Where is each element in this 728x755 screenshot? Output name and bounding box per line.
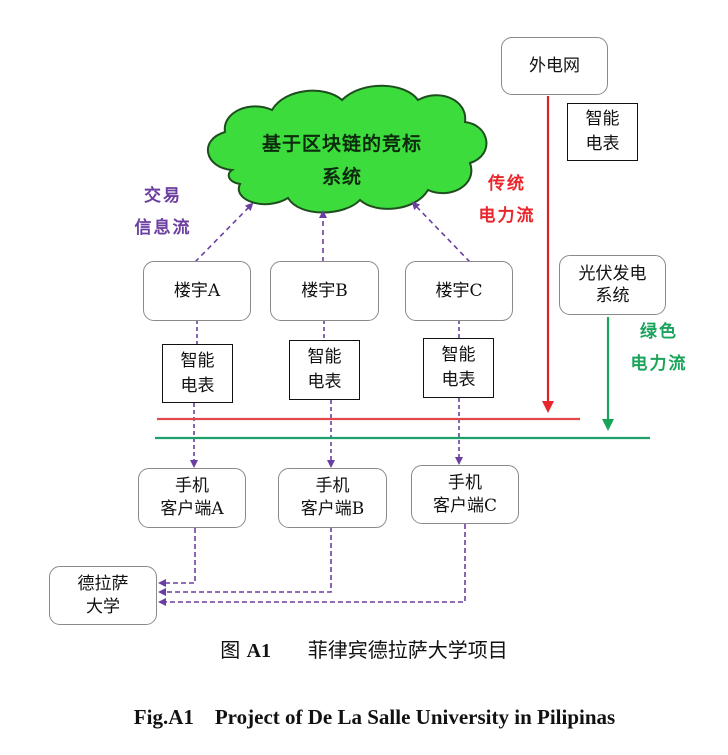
mobile-client-c-box: 手机 客户端C: [411, 465, 519, 524]
building-b-box: 楼宇B: [270, 261, 379, 321]
building-a-box: 楼宇A: [143, 261, 251, 321]
building-c-box: 楼宇C: [405, 261, 513, 321]
caption-chinese: 图 A1 菲律宾德拉萨大学项目: [220, 638, 508, 662]
external-grid-box: 外电网: [501, 37, 608, 95]
mobile-client-a-box: 手机 客户端A: [138, 468, 246, 528]
mobile-client-b-box: 手机 客户端B: [278, 468, 387, 528]
diagram: 基于区块链的竞标 系统 交易 信息流 传统 电力流 绿色 电力流 外电网 智能 …: [49, 37, 688, 729]
info-arrow-a-to-cloud: [194, 202, 254, 263]
dash-b-client-university: [158, 527, 332, 596]
dash-a-client-university: [158, 528, 196, 587]
info-arrow-c-to-cloud: [411, 201, 471, 263]
cloud-line-1: 基于区块链的竞标: [261, 133, 422, 155]
dash-c-client-university: [158, 524, 466, 606]
caption-english: Fig.A1 Project of De La Salle University…: [133, 705, 616, 729]
info-flow-label: 交易 信息流: [134, 186, 192, 239]
university-box: 德拉萨 大学: [49, 566, 157, 625]
blockchain-cloud-shape: [207, 84, 488, 214]
green-power-flow-label: 绿色 电力流: [630, 322, 688, 375]
pv-system-box: 光伏发电 系统: [559, 255, 666, 315]
blockchain-cloud-label: 基于区块链的竞标 系统: [222, 128, 462, 195]
building-a-smart-meter: 智能 电表: [162, 344, 233, 403]
building-c-smart-meter: 智能 电表: [423, 338, 494, 398]
connector-layer: [155, 84, 650, 606]
traditional-power-flow-label: 传统 电力流: [478, 174, 536, 227]
cloud-line-2: 系统: [321, 166, 362, 189]
grid-smart-meter-box: 智能 电表: [567, 103, 638, 161]
building-b-smart-meter: 智能 电表: [289, 340, 360, 400]
